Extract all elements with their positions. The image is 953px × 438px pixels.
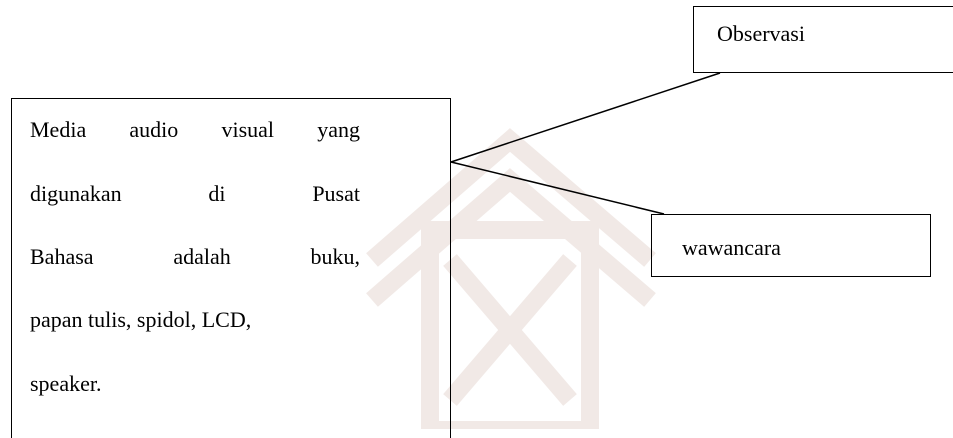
connector-lines — [450, 72, 721, 215]
observasi-label: Observasi — [717, 21, 805, 46]
main-text-line-1: Media audio visual yang — [30, 117, 360, 143]
word: yang — [317, 117, 360, 142]
connector-to-wawancara — [450, 161, 665, 215]
main-text-line-2: digunakan di Pusat — [30, 181, 360, 207]
word: speaker. — [30, 371, 102, 396]
word: buku, — [310, 244, 361, 269]
word: di — [208, 181, 226, 206]
main-text-line-4: papan tulis, spidol, LCD, — [30, 307, 360, 333]
main-text-box: Media audio visual yang digunakan di Pus… — [11, 98, 451, 438]
main-text-line-5: speaker. — [30, 371, 360, 397]
word: visual — [221, 117, 275, 142]
word: audio — [129, 117, 179, 142]
word: papan tulis, spidol, LCD, — [30, 307, 252, 332]
word: Media — [30, 117, 87, 142]
word: Bahasa — [30, 244, 94, 269]
wawancara-label: wawancara — [682, 235, 781, 260]
observasi-box: Observasi — [693, 6, 953, 73]
wawancara-box: wawancara — [651, 214, 931, 277]
word: digunakan — [30, 181, 122, 206]
connector-to-observasi — [450, 72, 721, 163]
word: adalah — [173, 244, 231, 269]
main-text-line-3: Bahasa adalah buku, — [30, 244, 360, 270]
word: Pusat — [312, 181, 360, 206]
